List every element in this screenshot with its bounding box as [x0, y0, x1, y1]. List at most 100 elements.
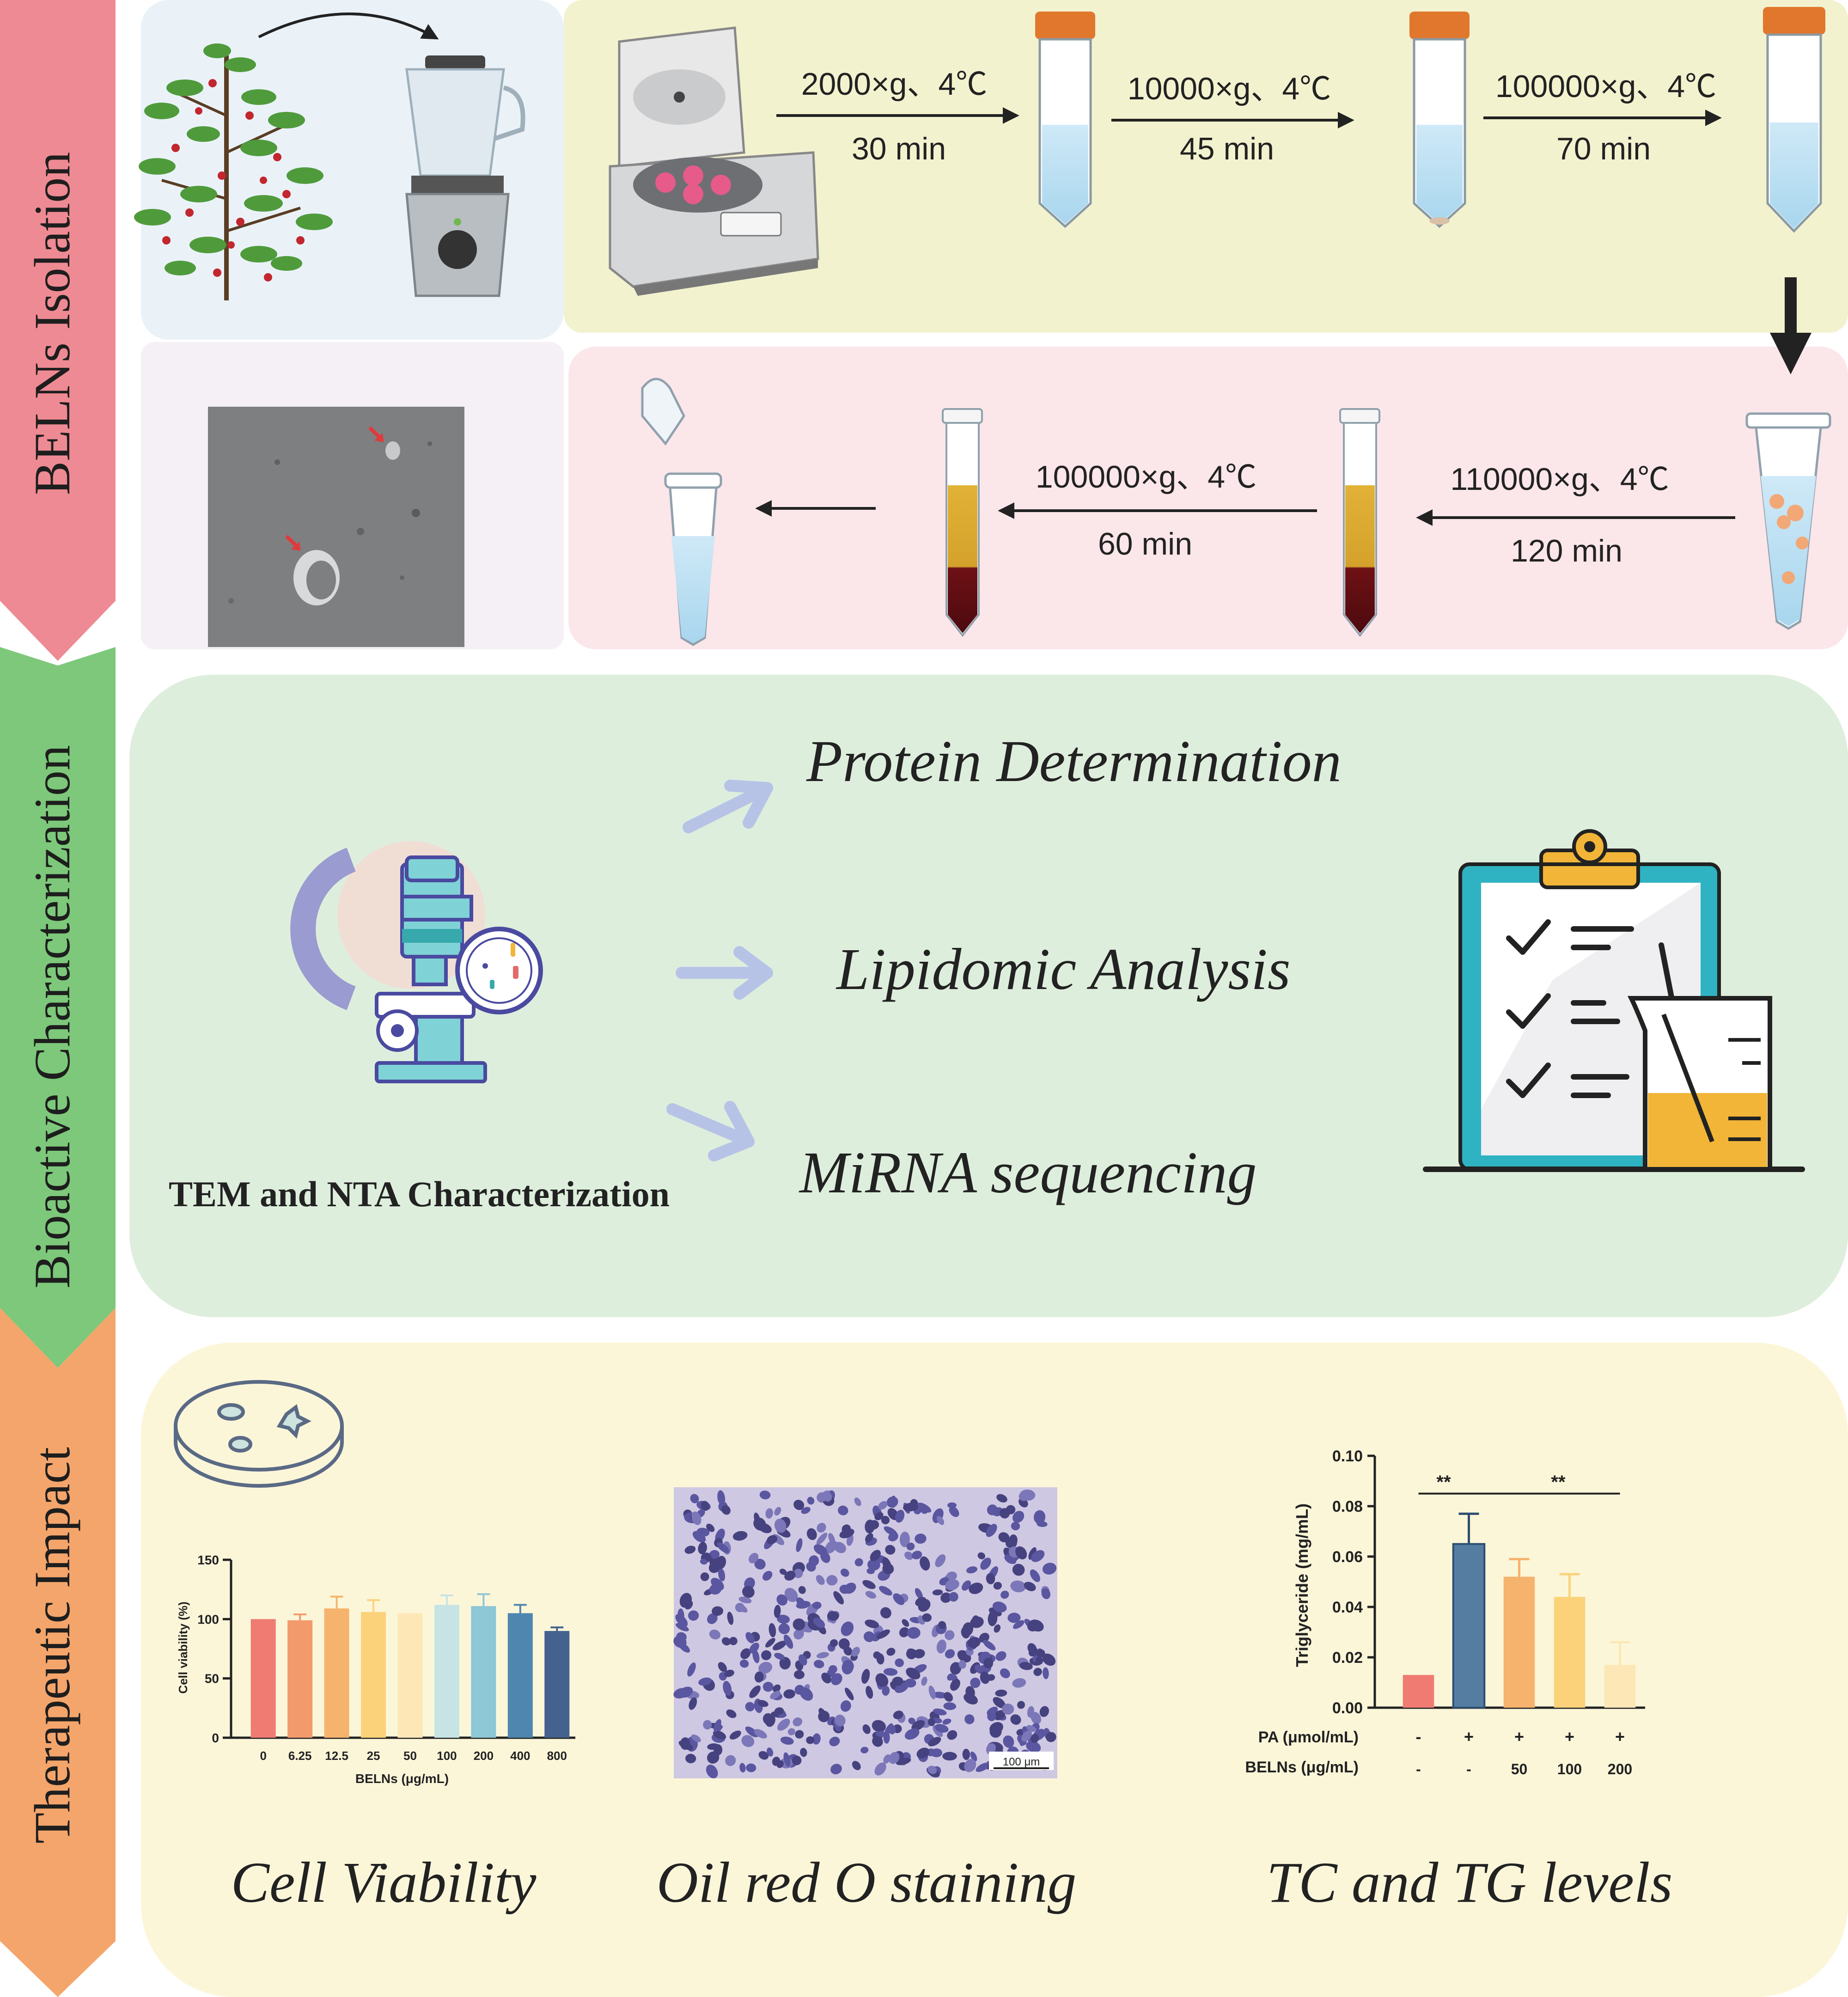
stained-nucleus	[886, 1648, 896, 1656]
stained-nucleus	[983, 1640, 996, 1650]
stained-nucleus	[965, 1686, 975, 1699]
stained-nucleus	[927, 1718, 935, 1726]
stained-nucleus	[931, 1748, 943, 1758]
stained-nucleus	[883, 1668, 898, 1676]
plant-to-blender-arrow	[258, 12, 439, 40]
stained-nucleus	[792, 1755, 802, 1765]
stained-nucleus	[1015, 1546, 1027, 1560]
stained-nucleus	[895, 1509, 905, 1523]
stained-nucleus	[1037, 1521, 1048, 1527]
stained-nucleus	[1007, 1612, 1021, 1623]
stained-nucleus	[1035, 1657, 1043, 1665]
stained-nucleus	[816, 1533, 828, 1545]
stained-nucleus	[829, 1736, 840, 1747]
stained-nucleus	[1026, 1725, 1037, 1732]
stained-nucleus	[1009, 1534, 1018, 1546]
stained-nucleus	[740, 1648, 751, 1659]
stained-nucleus	[709, 1584, 722, 1595]
stained-nucleus	[796, 1538, 803, 1552]
stained-nucleus	[806, 1528, 817, 1540]
stained-nucleus	[958, 1660, 966, 1669]
tg-ytick-label: 0.04	[1332, 1599, 1363, 1616]
stained-nucleus	[809, 1555, 819, 1566]
stained-nucleus	[986, 1524, 997, 1537]
stained-nucleus	[876, 1653, 884, 1665]
stained-nucleus	[779, 1569, 787, 1575]
stained-nucleus	[793, 1717, 802, 1727]
stained-nucleus	[718, 1662, 727, 1672]
stained-nucleus	[865, 1619, 879, 1628]
stained-nucleus	[700, 1572, 709, 1582]
stained-nucleus	[983, 1658, 994, 1669]
eppendorf-tube-open	[641, 378, 722, 646]
stained-nucleus	[709, 1630, 720, 1640]
stained-nucleus	[899, 1532, 910, 1547]
stained-nucleus	[841, 1621, 854, 1637]
stained-nucleus	[885, 1545, 896, 1555]
stained-nucleus	[784, 1588, 798, 1602]
stained-nucleus	[994, 1710, 1006, 1721]
tg-ytick-label: 0.02	[1332, 1649, 1363, 1667]
stained-nucleus	[801, 1507, 811, 1514]
stained-nucleus	[966, 1566, 977, 1574]
stained-nucleus	[1019, 1662, 1033, 1670]
stained-nucleus	[970, 1677, 981, 1688]
analysis-protein: Protein Determination	[806, 728, 1342, 794]
stained-nucleus	[784, 1570, 796, 1581]
stained-nucleus	[793, 1569, 803, 1578]
stained-nucleus	[689, 1697, 697, 1710]
stained-nucleus	[767, 1747, 774, 1757]
characterization-side-label: Bioactive Characterization	[24, 745, 80, 1289]
stained-nucleus	[774, 1605, 781, 1618]
stained-nucleus	[904, 1678, 916, 1688]
stained-nucleus	[739, 1763, 746, 1773]
stained-nucleus	[875, 1673, 889, 1687]
stained-nucleus	[773, 1684, 781, 1692]
stained-nucleus	[821, 1673, 831, 1684]
step2-time: 45 min	[1180, 131, 1274, 166]
stained-nucleus	[980, 1671, 990, 1684]
stained-nucleus	[758, 1751, 769, 1760]
stained-nucleus	[742, 1586, 755, 1598]
characterization-panel	[129, 675, 1848, 1317]
stained-nucleus	[703, 1720, 712, 1730]
stained-nucleus	[906, 1667, 921, 1679]
stained-nucleus	[843, 1646, 853, 1656]
stained-nucleus	[946, 1571, 957, 1581]
analysis-mirna: MiRNA sequencing	[799, 1140, 1256, 1205]
stained-nucleus	[721, 1637, 731, 1646]
stained-nucleus	[829, 1639, 838, 1647]
stained-nucleus	[888, 1724, 896, 1734]
tg-pa-value: -	[1416, 1727, 1421, 1746]
stained-nucleus	[758, 1523, 772, 1533]
stained-nucleus	[793, 1500, 805, 1510]
stained-nucleus	[911, 1551, 922, 1559]
stained-nucleus	[701, 1501, 710, 1511]
stained-nucleus	[975, 1664, 982, 1673]
tg-ytick-label: 0.10	[1332, 1447, 1363, 1465]
stained-nucleus	[879, 1586, 892, 1596]
stained-nucleus	[687, 1662, 696, 1677]
stained-nucleus	[812, 1733, 821, 1745]
stained-nucleus	[969, 1582, 983, 1594]
stained-nucleus	[882, 1563, 894, 1575]
stained-nucleus	[962, 1580, 971, 1591]
step3-speed: 100000×g、4℃	[1495, 69, 1716, 104]
stained-nucleus	[1027, 1620, 1039, 1632]
stained-nucleus	[1030, 1569, 1040, 1582]
stained-nucleus	[807, 1496, 815, 1505]
blender-icon	[405, 55, 525, 297]
stained-nucleus	[776, 1594, 787, 1606]
stained-nucleus	[945, 1579, 959, 1591]
stained-nucleus	[977, 1552, 985, 1559]
stained-nucleus	[1002, 1704, 1014, 1715]
stained-nucleus	[709, 1550, 720, 1559]
stained-nucleus	[774, 1653, 785, 1660]
stained-nucleus	[1036, 1649, 1045, 1658]
stained-nucleus	[793, 1629, 804, 1640]
stained-nucleus	[830, 1764, 842, 1775]
centrifuge-panel	[564, 0, 1848, 333]
stained-nucleus	[765, 1638, 775, 1648]
